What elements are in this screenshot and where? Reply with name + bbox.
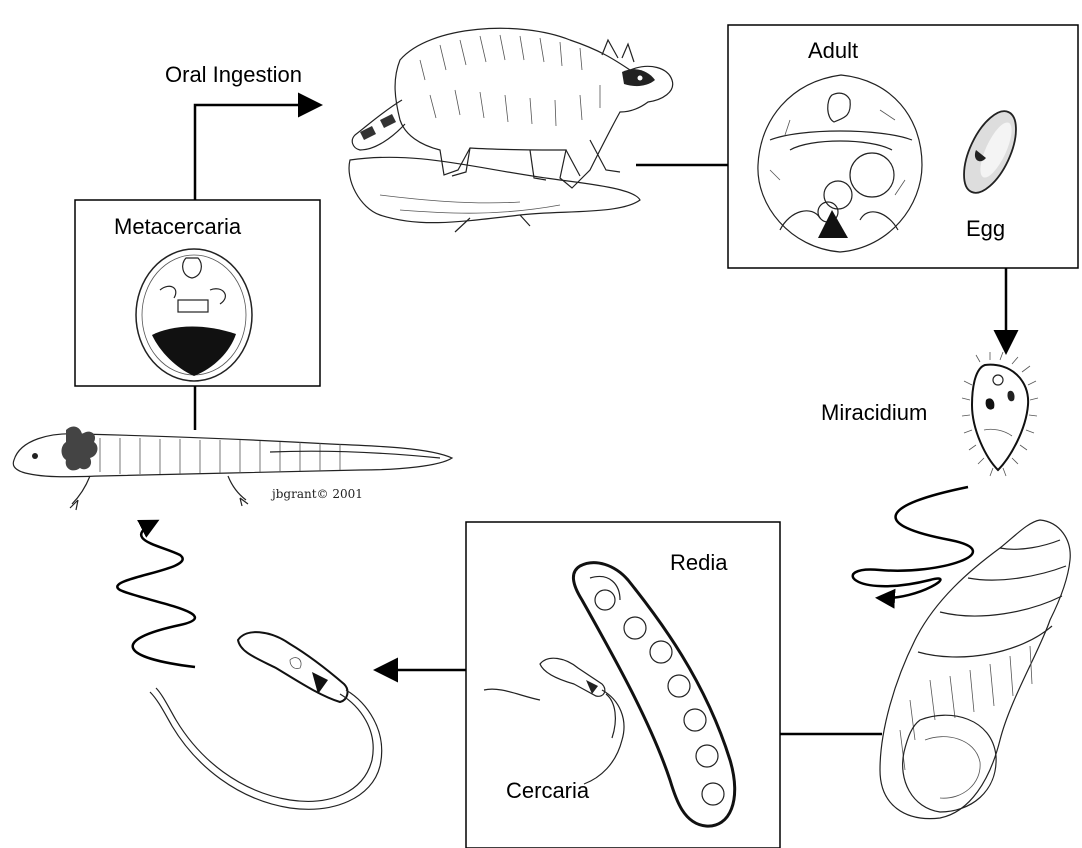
metacercaria-label: Metacercaria: [114, 214, 242, 239]
salamander-illustration: jbgrant© 2001: [13, 427, 452, 510]
raccoon-illustration: [349, 28, 673, 232]
egg-label: Egg: [966, 216, 1005, 241]
snail-illustration: [880, 520, 1070, 819]
oral-ingestion-arrow: [195, 105, 318, 200]
adult-label: Adult: [808, 38, 858, 63]
artist-signature: jbgrant© 2001: [270, 487, 363, 501]
wavy-arrow-to-snail: [853, 487, 973, 598]
miracidium-label: Miracidium: [821, 400, 927, 425]
adult-box: [728, 25, 1078, 268]
cercaria-label: Cercaria: [506, 778, 590, 803]
oral-ingestion-label: Oral Ingestion: [165, 62, 302, 87]
cercaria-illustration: [150, 632, 382, 809]
wavy-arrow-to-salamander: [117, 522, 195, 667]
redia-label: Redia: [670, 550, 728, 575]
miracidium-illustration: [962, 352, 1038, 476]
